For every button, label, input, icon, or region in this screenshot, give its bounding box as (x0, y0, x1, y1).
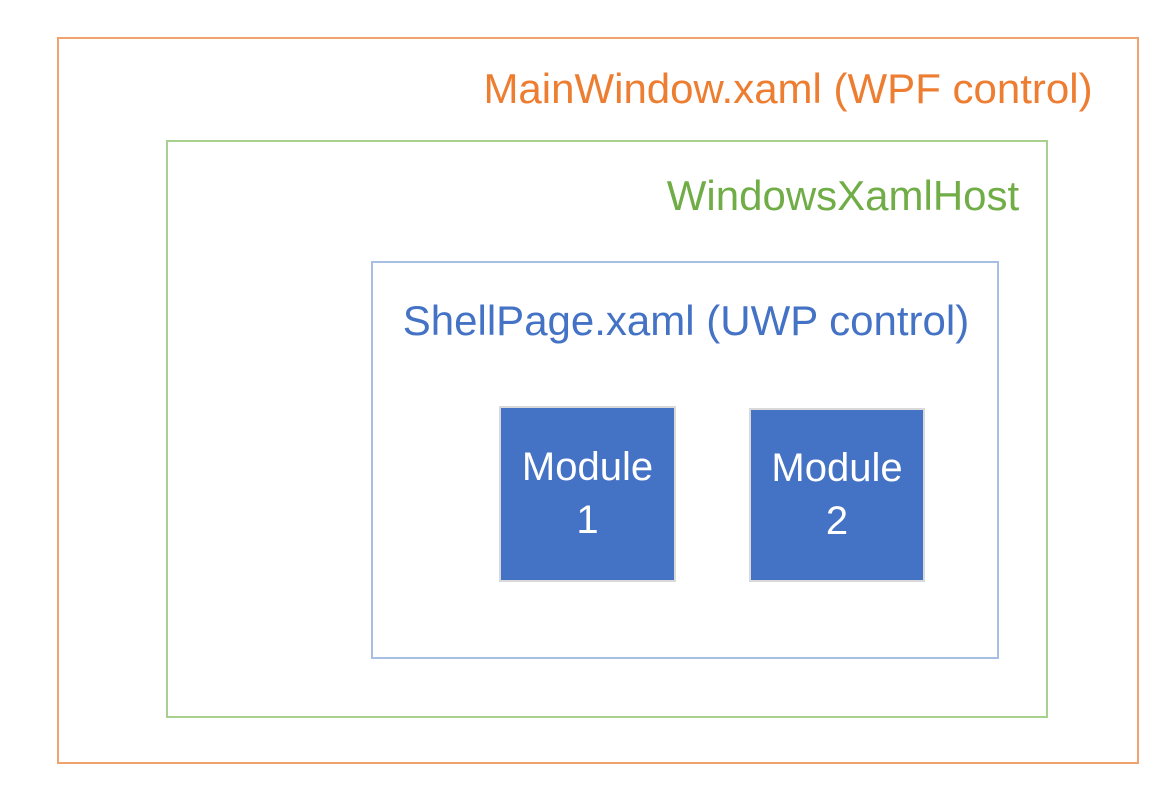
shellpage-uwp-label: ShellPage.xaml (UWP control) (402, 297, 970, 344)
mainwindow-wpf-box: MainWindow.xaml (WPF control) WindowsXam… (57, 37, 1139, 764)
windows-xaml-host-label: WindowsXamlHost (666, 172, 1020, 219)
module-2-name: Module (771, 446, 903, 490)
module-1-number: 1 (576, 498, 599, 542)
windows-xaml-host-box: WindowsXamlHost ShellPage.xaml (UWP cont… (166, 140, 1048, 718)
module-2-box: Module 2 (749, 408, 925, 582)
mainwindow-wpf-label: MainWindow.xaml (WPF control) (483, 65, 1093, 112)
shellpage-uwp-box: ShellPage.xaml (UWP control) Module 1 Mo… (371, 261, 999, 659)
module-1-box: Module 1 (499, 406, 676, 582)
module-2-number: 2 (825, 499, 849, 543)
module-1-name: Module (521, 445, 654, 489)
